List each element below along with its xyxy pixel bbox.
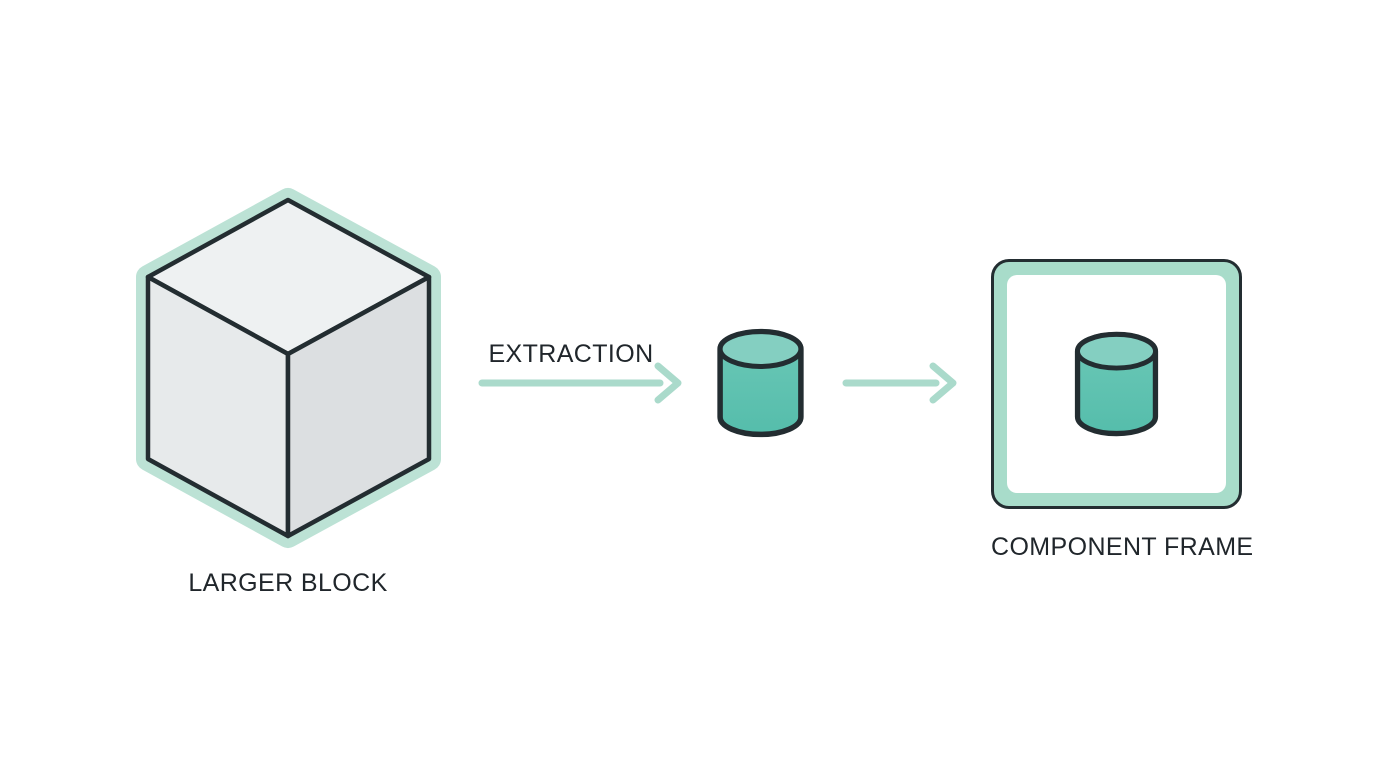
extraction-label: EXTRACTION bbox=[488, 340, 654, 368]
cylinder-top bbox=[1075, 331, 1158, 371]
component-frame-label: COMPONENT FRAME bbox=[991, 533, 1254, 561]
extracted-cylinder-icon bbox=[717, 328, 804, 438]
component-frame bbox=[991, 259, 1242, 509]
transfer-arrow-icon bbox=[842, 362, 957, 404]
cylinder-top bbox=[717, 329, 804, 369]
isometric-cube-icon bbox=[136, 188, 441, 548]
extraction-arrow-icon bbox=[478, 362, 682, 404]
cube-right-face bbox=[285, 274, 432, 539]
larger-block-label: LARGER BLOCK bbox=[188, 569, 388, 597]
component-cylinder-icon bbox=[1074, 331, 1159, 437]
